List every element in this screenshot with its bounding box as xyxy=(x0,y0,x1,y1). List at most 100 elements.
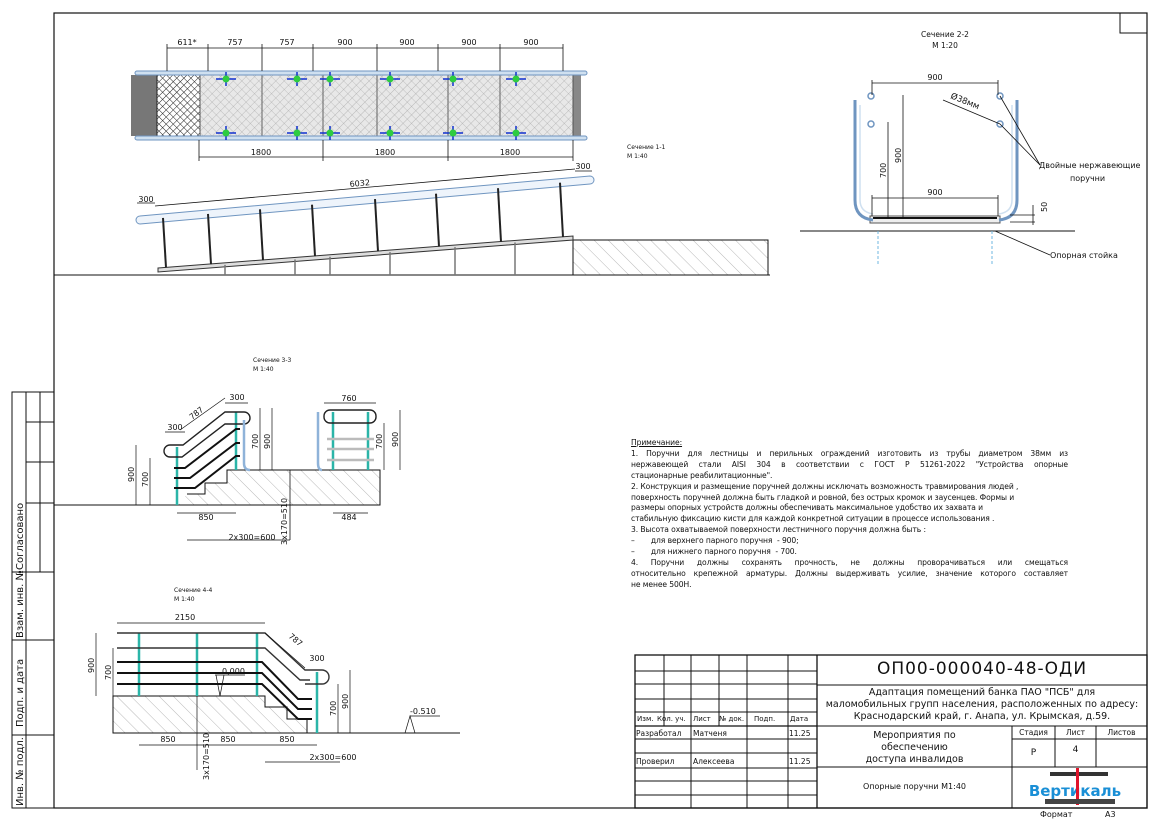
section-2-2 xyxy=(800,80,1075,265)
post-marker-icon xyxy=(216,72,236,86)
dim: 50 xyxy=(1040,202,1049,212)
plan-dim: 757 xyxy=(279,38,294,47)
project-line: маломобильных групп населения, расположе… xyxy=(825,699,1139,710)
header-qty: Кол. уч. xyxy=(657,715,686,723)
ramp-post xyxy=(207,213,212,265)
post-marker-icon xyxy=(320,126,340,140)
stamp-agreed-label: Согласовано xyxy=(15,503,26,570)
plan-dim: 757 xyxy=(227,38,242,47)
post-marker-icon xyxy=(287,126,307,140)
plan-top-dimension xyxy=(166,44,574,161)
dim: 900 xyxy=(927,73,942,82)
stamp-inv-orig-label: Инв. № подл. xyxy=(15,737,26,806)
project-line: Адаптация помещений банка ПАО "ПСБ" для xyxy=(868,687,1096,698)
notes-heading: Примечание: xyxy=(631,438,683,447)
post-marker-icon xyxy=(506,126,526,140)
sheets-label: Листов xyxy=(1107,728,1136,737)
checked-date: 11.25 xyxy=(789,757,811,766)
header-sign: Подп. xyxy=(754,715,776,723)
dim: 2x300=600 xyxy=(309,753,356,762)
sheet-value: 4 xyxy=(1072,745,1079,755)
company-logo: Вертикаль xyxy=(1029,768,1121,805)
side-stamp xyxy=(11,391,55,809)
checked-role: Проверил xyxy=(636,757,675,766)
ramp-post xyxy=(559,182,564,238)
dim: 900 xyxy=(927,188,942,197)
logo-text: Вертикаль xyxy=(1029,782,1121,800)
dim: 850 xyxy=(160,735,175,744)
section-3-3 xyxy=(54,397,401,541)
dim: 900 xyxy=(391,432,400,447)
section-name: обеспечению xyxy=(881,742,948,753)
header-date: Дата xyxy=(790,715,809,723)
dim: 300 xyxy=(309,654,324,663)
dim: 787 xyxy=(287,632,304,649)
plan-dim: 1800 xyxy=(375,148,395,157)
project-line: Краснодарский край, г. Анапа, ул. Крымск… xyxy=(853,711,1111,722)
section-3-3-title: Сечение 3-3 xyxy=(253,357,292,364)
ramp-elevation xyxy=(135,168,769,276)
note-line: нержавеющей стали AISI 304 в соответстви… xyxy=(631,459,1068,469)
format-value: А3 xyxy=(1105,810,1116,819)
dim: 900 xyxy=(894,148,903,163)
section-1-1-title: Сечение 1-1 xyxy=(627,144,666,151)
section-2-2-scale: М 1:20 xyxy=(932,41,958,50)
dim: 760 xyxy=(341,394,356,403)
note-line: поверхность поручней должна быть гладкой… xyxy=(631,492,1015,502)
post-marker-icon xyxy=(443,126,463,140)
dim: 700 xyxy=(329,701,338,716)
ramp-post xyxy=(374,199,379,252)
dim: 900 xyxy=(263,434,272,449)
dim: 900 xyxy=(341,694,350,709)
note-line: 1. Поручни для лестницы и перильных огра… xyxy=(631,448,1068,458)
note-line: – для верхнего парного поручня - 900; xyxy=(631,536,799,546)
plan-dim: 1800 xyxy=(500,148,520,157)
section-4-4-title: Сечение 4-4 xyxy=(174,587,213,594)
note-line: относительно крепежной арматуры. Должны … xyxy=(631,568,1068,578)
dim: 700 xyxy=(879,163,888,178)
ramp-post xyxy=(259,209,264,261)
plan-dim: 1800 xyxy=(251,148,271,157)
dim: 2x300=600 xyxy=(228,533,275,542)
post-marker-icon xyxy=(380,72,400,86)
title-block-grid xyxy=(634,654,1148,809)
dim: 300 xyxy=(229,393,244,402)
ramp-length: 6032 xyxy=(349,178,370,189)
dim: 850 xyxy=(220,735,235,744)
developed-date: 11.25 xyxy=(789,729,811,738)
note-line: стабильную фиксацию кисти для каждой кон… xyxy=(631,514,995,524)
note-line: 4. Поручни должны сохранять прочность, н… xyxy=(631,557,1068,567)
post-marker-icon xyxy=(380,126,400,140)
dim: 700 xyxy=(104,665,113,680)
callout-rails: Двойные нержавеющие xyxy=(1039,161,1141,170)
note-line: не менее 500Н. xyxy=(631,579,692,589)
dim: 850 xyxy=(279,735,294,744)
level-mark-low: -0.510 xyxy=(410,707,436,716)
dim: 700 xyxy=(375,434,384,449)
plan-dim: 900 xyxy=(399,38,414,47)
document-code: ОП00-000040-48-ОДИ xyxy=(876,659,1088,679)
section-1-1-scale: М 1:40 xyxy=(627,153,648,160)
dim: 484 xyxy=(341,513,356,522)
section-2-2-title: Сечение 2-2 xyxy=(921,30,969,39)
plan-dim: 900 xyxy=(461,38,476,47)
note-line: стационарные реабилитационные". xyxy=(631,470,773,480)
sheet-label: Лист xyxy=(1065,728,1085,737)
dim: 787 xyxy=(188,405,206,422)
notes-block: Примечание: 1. Поручни для лестницы и пе… xyxy=(631,438,1068,591)
header-change: Изм. xyxy=(637,715,654,723)
plan-dim: 900 xyxy=(337,38,352,47)
dim: 700 xyxy=(141,472,150,487)
plan-dim: 900 xyxy=(523,38,538,47)
section-name: доступа инвалидов xyxy=(865,754,964,765)
section-3-3-scale: М 1:40 xyxy=(253,366,274,373)
dim: 3x170=510 xyxy=(280,498,289,545)
section-name: Мероприятия по xyxy=(873,730,956,741)
stage-label: Стадия xyxy=(1019,728,1048,737)
post-marker-icon xyxy=(320,72,340,86)
developed-role: Разработал xyxy=(636,729,682,738)
drawing-name: Опорные поручни М1:40 xyxy=(862,782,966,791)
ramp-post xyxy=(497,188,502,242)
callout-rails: поручни xyxy=(1070,174,1105,183)
